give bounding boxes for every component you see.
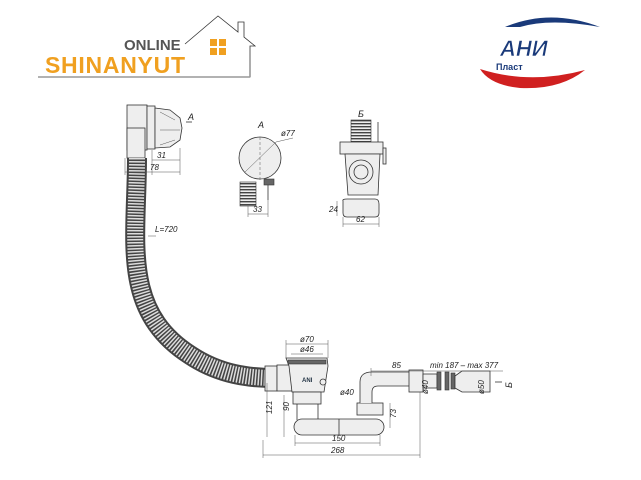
- view-a: А ø77 33: [238, 120, 295, 217]
- svg-text:ANI: ANI: [302, 378, 313, 384]
- dim-85: 85: [392, 361, 401, 370]
- dim-78: 78: [150, 163, 159, 172]
- length-range: min 187 – max 377: [430, 361, 499, 370]
- view-a-dim-33: 33: [253, 205, 262, 214]
- hose-length: L=720: [155, 225, 178, 234]
- logo-plast-text: Пласт: [496, 62, 523, 72]
- dia-50: ø50: [477, 380, 486, 394]
- dim-90: 90: [282, 402, 291, 411]
- logo-online-text: ONLINE: [124, 37, 181, 54]
- dim-268: 268: [330, 446, 345, 455]
- logo-ani-text: АНИ: [499, 36, 549, 61]
- dim-121: 121: [265, 401, 274, 414]
- view-b: Б 24 62: [328, 109, 387, 227]
- dia-40-outlet: ø40: [421, 380, 430, 394]
- view-b-title: Б: [358, 109, 364, 119]
- view-a-marker: А: [187, 112, 194, 122]
- dim-150: 150: [332, 434, 346, 443]
- window-icon: [210, 39, 226, 55]
- shinanyut-logo: ONLINE SHINANYUT: [38, 15, 257, 78]
- overflow-assembly: А 31 78 L=720: [124, 104, 278, 392]
- logo-shinanyut-text: SHINANYUT: [45, 52, 185, 78]
- drain-assembly: ANI Б ø70 ø46 ø40 85 min 187 – max 377 ø…: [262, 335, 514, 458]
- view-b-dim-24: 24: [328, 205, 338, 214]
- dim-31: 31: [157, 151, 166, 160]
- view-b-dim-62: 62: [356, 215, 365, 224]
- ani-plast-logo: АНИ Пласт: [480, 17, 600, 89]
- dia-70: ø70: [300, 335, 314, 344]
- view-b-marker: Б: [504, 382, 514, 388]
- dia-46: ø46: [300, 345, 314, 354]
- view-a-diameter: ø77: [281, 129, 295, 138]
- dim-73: 73: [389, 409, 398, 418]
- dia-40: ø40: [340, 388, 354, 397]
- view-a-title: А: [257, 120, 264, 130]
